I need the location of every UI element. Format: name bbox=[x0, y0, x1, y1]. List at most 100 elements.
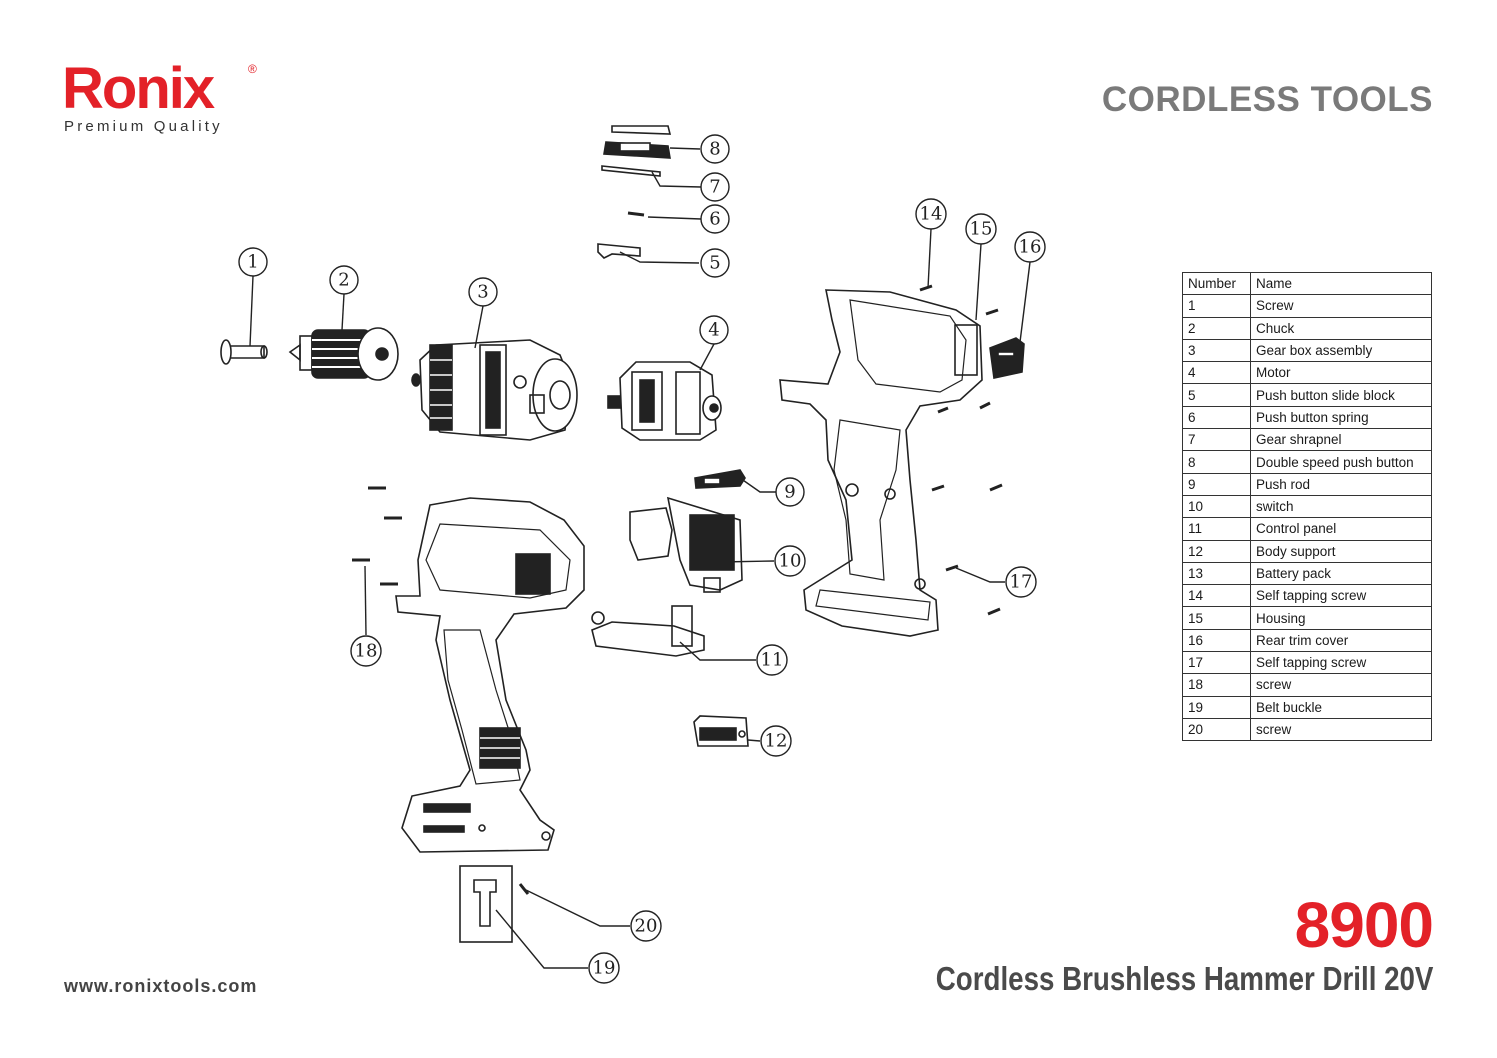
callout-12: 12 bbox=[760, 725, 792, 757]
svg-text:11: 11 bbox=[761, 650, 784, 671]
part-name-cell: Chuck bbox=[1250, 316, 1432, 340]
part-number-cell: 20 bbox=[1182, 717, 1251, 742]
part-switch-drawing bbox=[629, 496, 743, 593]
svg-text:5: 5 bbox=[709, 253, 720, 274]
callout-19: 19 bbox=[588, 952, 620, 984]
part-name-cell: Gear box assembly bbox=[1250, 338, 1432, 363]
part-housing-drawing bbox=[779, 289, 983, 637]
part-number-cell: 3 bbox=[1182, 338, 1251, 363]
website-link[interactable]: www.ronixtools.com bbox=[64, 976, 258, 996]
callout-6: 6 bbox=[700, 204, 730, 234]
part-name-cell: Body support bbox=[1250, 539, 1432, 563]
svg-text:15: 15 bbox=[970, 219, 993, 240]
part-name-cell: Control panel bbox=[1250, 517, 1432, 541]
brand-name: Ronix bbox=[62, 56, 215, 121]
callout-11: 11 bbox=[756, 644, 788, 676]
column-header-number: Number bbox=[1182, 271, 1251, 296]
part-double-speed-button-drawing bbox=[603, 125, 672, 159]
part-name-cell: screw bbox=[1250, 717, 1432, 742]
part-number-cell: 12 bbox=[1182, 539, 1251, 563]
svg-text:20: 20 bbox=[635, 916, 658, 937]
part-number-cell: 18 bbox=[1182, 673, 1251, 697]
parts-table-header: Number Name bbox=[1182, 271, 1432, 296]
svg-text:7: 7 bbox=[709, 177, 720, 198]
svg-text:2: 2 bbox=[338, 270, 349, 291]
svg-text:6: 6 bbox=[709, 209, 720, 230]
svg-text:12: 12 bbox=[765, 731, 788, 752]
part-name-cell: Battery pack bbox=[1250, 561, 1432, 586]
model-number: 8900 bbox=[1294, 889, 1434, 961]
part-name-cell: Screw bbox=[1250, 294, 1432, 318]
part-number-cell: 8 bbox=[1182, 450, 1251, 474]
callout-1: 1 bbox=[238, 247, 268, 277]
svg-text:3: 3 bbox=[477, 282, 488, 303]
part-name-cell: Belt buckle bbox=[1250, 695, 1432, 719]
svg-text:14: 14 bbox=[920, 204, 943, 225]
part-motor-drawing bbox=[607, 361, 722, 441]
part-belt-buckle-drawing bbox=[459, 865, 513, 943]
part-name-cell: Motor bbox=[1250, 361, 1432, 385]
part-name-cell: Push button slide block bbox=[1250, 383, 1432, 407]
product-name: Cordless Brushless Hammer Drill 20V bbox=[935, 960, 1433, 997]
part-number-cell: 10 bbox=[1182, 494, 1251, 519]
part-body-drawing bbox=[395, 497, 585, 853]
part-name-cell: Self tapping screw bbox=[1250, 584, 1432, 608]
part-push-rod-drawing bbox=[694, 469, 746, 489]
loose-screws-drawing bbox=[352, 284, 1003, 895]
svg-text:19: 19 bbox=[593, 958, 616, 979]
callout-17: 17 bbox=[1005, 566, 1037, 598]
part-number-cell: 19 bbox=[1182, 695, 1251, 719]
callout-8: 8 bbox=[700, 134, 730, 164]
part-name-cell: Housing bbox=[1250, 606, 1432, 630]
part-rear-trim-cover-drawing bbox=[989, 337, 1025, 379]
callout-14: 14 bbox=[915, 198, 947, 230]
part-name-cell: Gear shrapnel bbox=[1250, 428, 1432, 452]
svg-text:9: 9 bbox=[784, 482, 795, 503]
part-number-cell: 11 bbox=[1182, 517, 1251, 541]
part-number-cell: 9 bbox=[1182, 472, 1251, 496]
svg-text:10: 10 bbox=[779, 551, 802, 572]
part-control-panel-drawing bbox=[591, 605, 705, 657]
part-number-cell: 14 bbox=[1182, 584, 1251, 608]
brand-logo: Ronix ® Premium Quality bbox=[62, 60, 262, 140]
part-number-cell: 5 bbox=[1182, 383, 1251, 407]
header-title: CORDLESS TOOLS bbox=[1101, 80, 1433, 119]
part-name-cell: Self tapping screw bbox=[1250, 651, 1432, 675]
callouts: 1 2 3 4 5 6 7 8 9 10 11 12 14 15 16 17 1… bbox=[238, 134, 1046, 984]
part-body-support-drawing bbox=[693, 715, 749, 747]
callout-2: 2 bbox=[329, 265, 359, 295]
svg-text:4: 4 bbox=[708, 320, 719, 341]
part-number-cell: 16 bbox=[1182, 628, 1251, 653]
part-number-cell: 6 bbox=[1182, 405, 1251, 430]
part-chuck-drawing bbox=[288, 327, 399, 381]
callout-20: 20 bbox=[630, 910, 662, 942]
callout-9: 9 bbox=[775, 477, 805, 507]
part-screw-drawing bbox=[220, 339, 268, 365]
leader-lines bbox=[249, 147, 1031, 969]
part-name-cell: Rear trim cover bbox=[1250, 628, 1432, 653]
part-name-cell: switch bbox=[1250, 494, 1432, 519]
callout-7: 7 bbox=[700, 172, 730, 202]
part-gearbox-drawing bbox=[411, 339, 578, 441]
svg-text:1: 1 bbox=[247, 252, 258, 273]
part-number-cell: 15 bbox=[1182, 606, 1251, 630]
svg-text:17: 17 bbox=[1010, 572, 1033, 593]
